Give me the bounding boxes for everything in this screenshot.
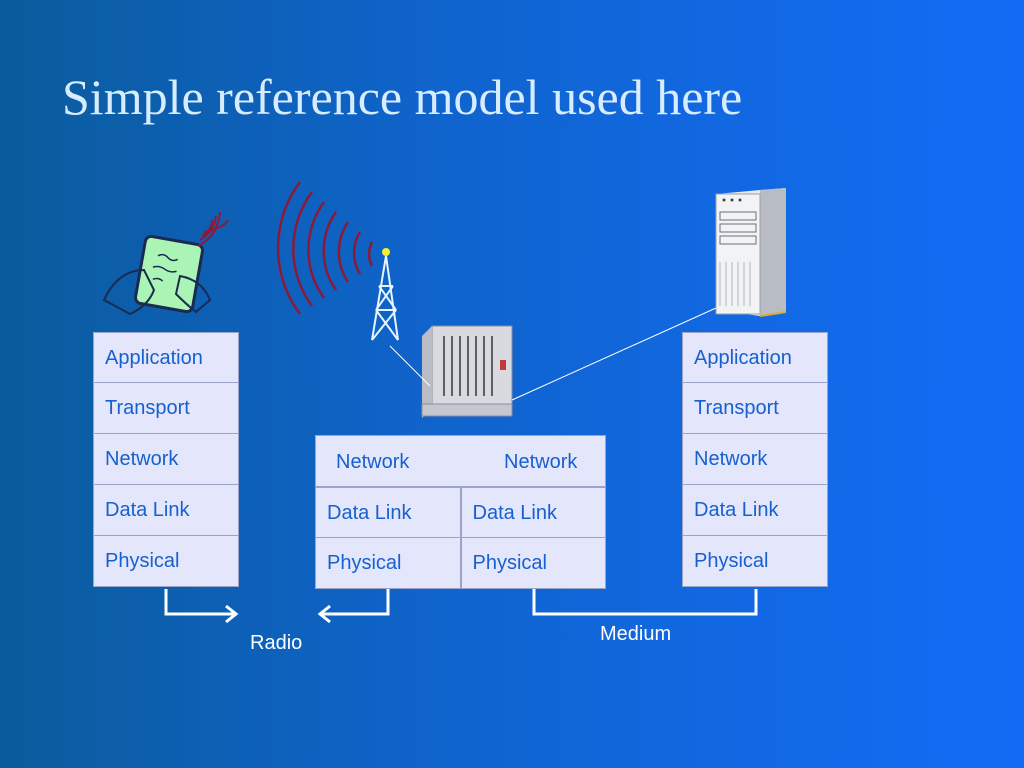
router-datalink-row: Data Link Data Link xyxy=(315,487,606,538)
radio-label: Radio xyxy=(250,632,303,654)
router-protocol-stack: Network Network Data Link Data Link Phys… xyxy=(315,435,606,589)
router-rack-icon xyxy=(421,325,513,418)
router-datalink-right: Data Link xyxy=(460,487,606,538)
router-network-right: Network xyxy=(504,451,578,473)
left-layer-transport: Transport xyxy=(93,383,239,434)
router-network-row: Network Network xyxy=(315,435,606,487)
router-network-left: Network xyxy=(336,451,410,473)
left-layer-application: Application xyxy=(93,332,239,383)
right-protocol-stack: Application Transport Network Data Link … xyxy=(682,332,828,587)
left-layer-network: Network xyxy=(93,434,239,485)
device-signal-icon xyxy=(197,211,229,247)
radio-tower-icon xyxy=(371,248,399,341)
router-datalink-left: Data Link xyxy=(315,487,461,538)
right-layer-application: Application xyxy=(682,332,828,383)
router-physical-row: Physical Physical xyxy=(315,538,606,589)
right-layer-datalink: Data Link xyxy=(682,485,828,536)
radio-waves-icon xyxy=(276,181,374,315)
right-layer-physical: Physical xyxy=(682,536,828,587)
server-tower-icon xyxy=(715,188,787,317)
radio-link-arrow-left xyxy=(317,589,390,624)
right-layer-network: Network xyxy=(682,434,828,485)
medium-link-line xyxy=(532,589,758,616)
slide-title: Simple reference model used here xyxy=(62,69,743,125)
router-physical-right: Physical xyxy=(460,538,606,589)
handheld-device-icon xyxy=(102,234,212,316)
right-layer-transport: Transport xyxy=(682,383,828,434)
router-physical-left: Physical xyxy=(315,538,461,589)
left-layer-physical: Physical xyxy=(93,536,239,587)
router-to-server-line xyxy=(511,307,717,401)
tower-to-router-line xyxy=(389,345,431,387)
left-protocol-stack: Application Transport Network Data Link … xyxy=(93,332,239,587)
radio-link-arrow-right xyxy=(164,589,239,624)
medium-label: Medium xyxy=(600,623,672,645)
left-layer-datalink: Data Link xyxy=(93,485,239,536)
